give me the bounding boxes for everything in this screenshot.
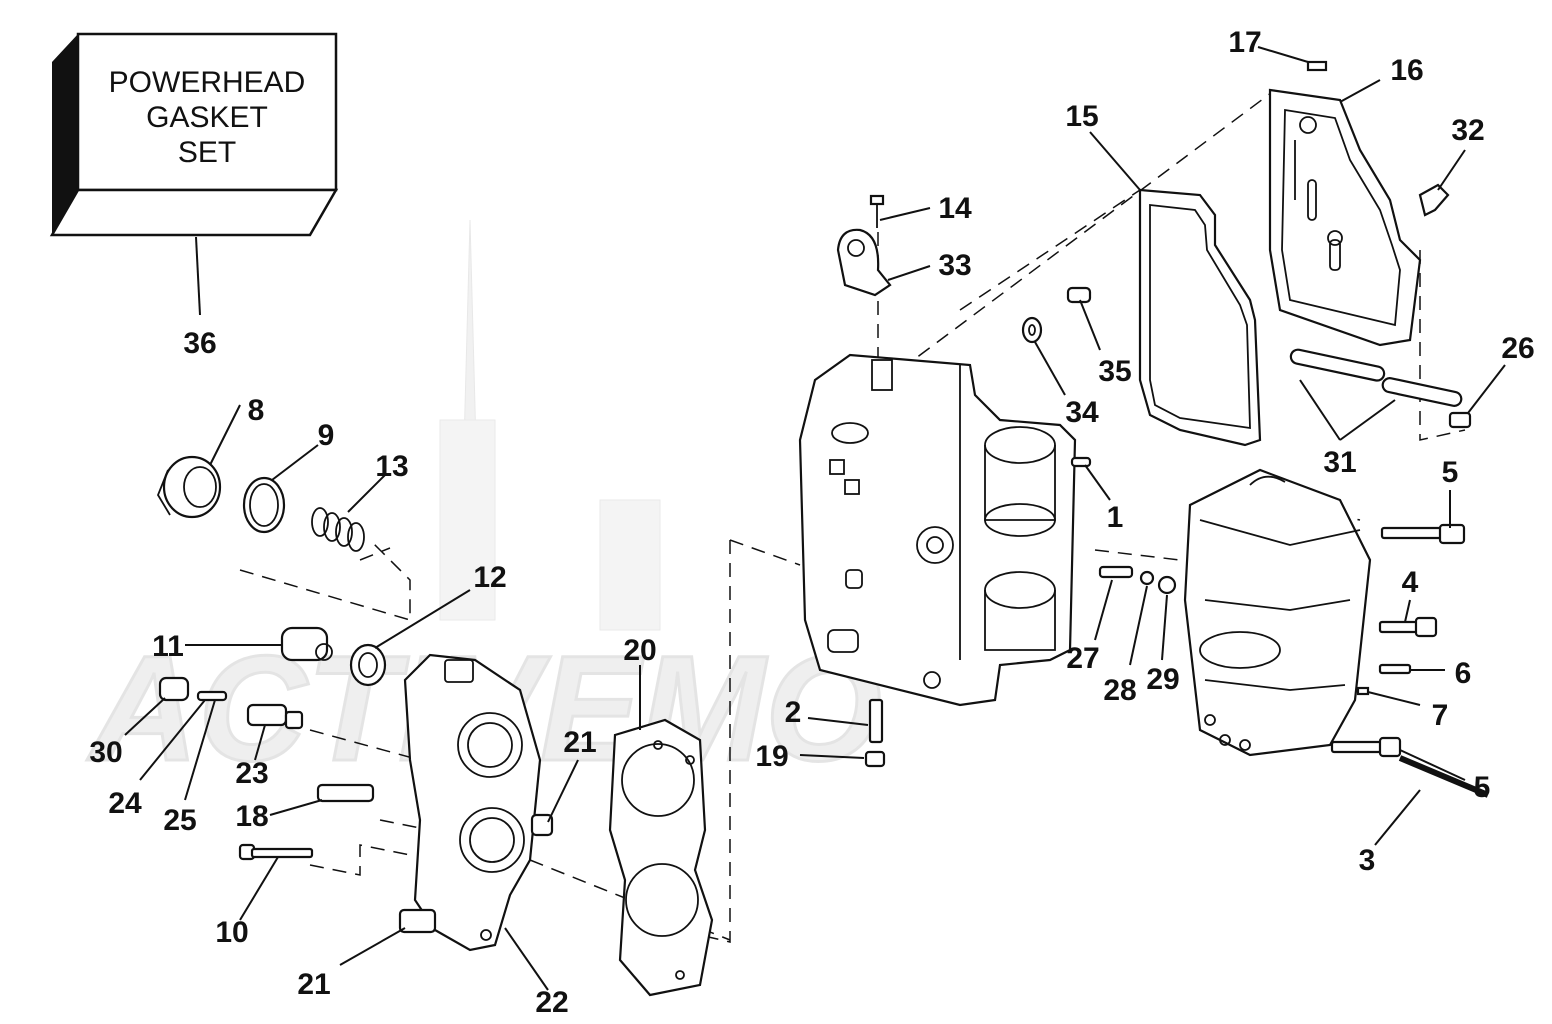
callout-1: 1 [1107,501,1124,534]
callout-33: 33 [938,249,971,282]
callout-21-left: 21 [297,968,330,1001]
callout-2: 2 [785,696,802,729]
callout-29: 29 [1146,663,1179,696]
callout-9: 9 [318,419,335,452]
cylinder-head [398,653,554,952]
callout-16: 16 [1390,54,1423,87]
crankcase-half [1183,468,1372,757]
callout-14: 14 [938,192,972,225]
assembly-dashed-lines [239,89,1466,943]
callout-3: 3 [1359,844,1376,877]
crankcase-cover [1268,88,1422,347]
callout-22: 22 [535,986,568,1019]
callout-5-top: 5 [1442,456,1459,489]
callout-36: 36 [183,327,216,360]
callout-8: 8 [248,394,265,427]
cylinder-head-gasket [608,718,714,997]
callout-7: 7 [1432,699,1449,732]
callout-23: 23 [235,757,268,790]
callout-11: 11 [152,630,184,663]
callout-12: 12 [473,561,506,594]
small-parts [864,60,1490,798]
callout-28: 28 [1103,674,1136,707]
box-line-2: GASKET [146,101,268,134]
box-line-1: POWERHEAD [109,66,306,99]
callout-15: 15 [1065,100,1098,133]
callout-13: 13 [375,450,408,483]
callout-19: 19 [755,740,788,773]
callout-21-right: 21 [563,726,596,759]
callout-26: 26 [1501,332,1534,365]
callout-numbers: 36 17 16 15 32 14 33 35 34 26 31 1 5 4 6… [89,26,1534,1019]
callout-18: 18 [235,800,268,833]
box-line-3: SET [178,136,236,169]
callout-6: 6 [1455,657,1472,690]
callout-17: 17 [1228,26,1261,59]
callout-10: 10 [215,916,248,949]
lifting-eye [836,194,892,297]
powerhead-gasket-set-box: POWERHEAD GASKET SET [49,32,339,316]
callout-35: 35 [1098,355,1131,388]
cylinder-block [798,353,1077,707]
callout-32: 32 [1451,114,1484,147]
callout-31: 31 [1323,446,1356,479]
crankcase-cover-gasket [1138,188,1262,447]
callout-34: 34 [1065,396,1099,429]
callout-30: 30 [89,736,122,769]
callout-27: 27 [1066,642,1099,675]
leader-lines [124,46,1506,991]
callout-24: 24 [108,787,142,820]
callout-25: 25 [163,804,196,837]
callout-20: 20 [623,634,656,667]
thermostat-parts [156,455,387,861]
callout-5-bottom: 5 [1474,771,1491,804]
callout-4: 4 [1402,566,1419,599]
